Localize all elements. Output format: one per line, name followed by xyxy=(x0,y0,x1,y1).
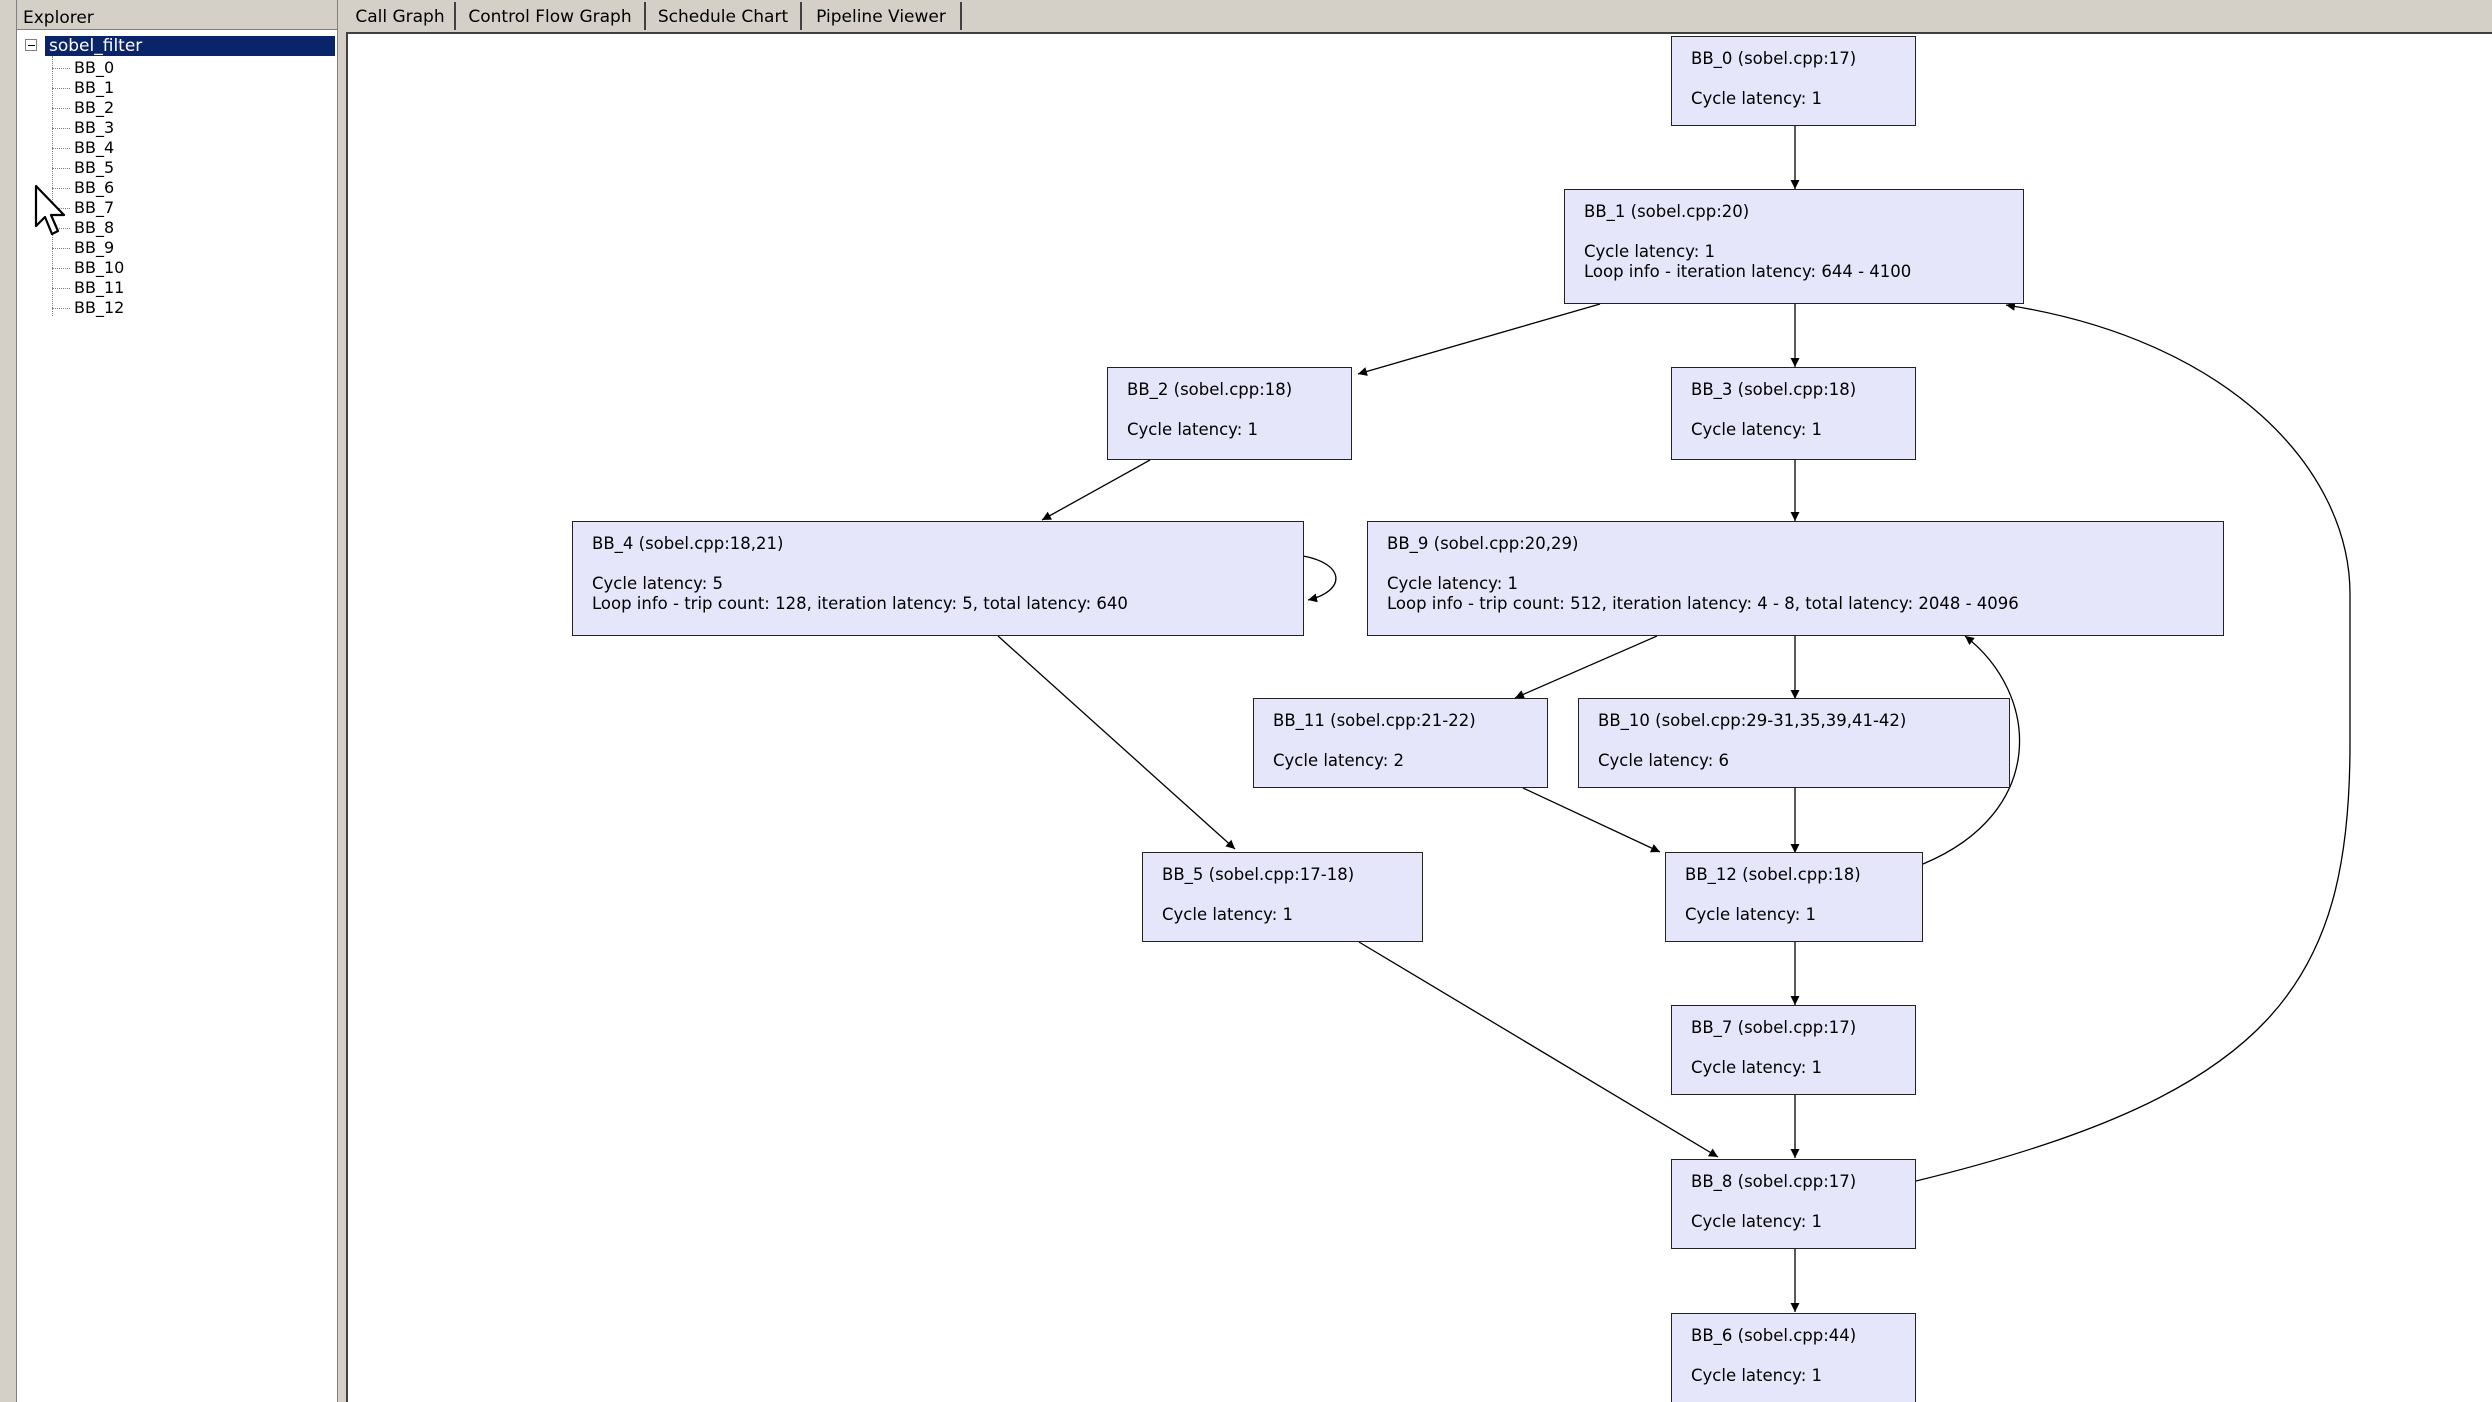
node-title: BB_5 (sobel.cpp:17-18) xyxy=(1162,865,1355,884)
node-line: Cycle latency: 1 xyxy=(1162,905,1294,924)
tree-item-label: BB_10 xyxy=(74,258,125,277)
node-bb9[interactable]: BB_9 (sobel.cpp:20,29) Cycle latency: 1 … xyxy=(1367,521,2224,636)
node-line: Cycle latency: 1 xyxy=(1691,420,1823,439)
node-line: Loop info - trip count: 512, iteration l… xyxy=(1387,594,2019,613)
node-line: Cycle latency: 1 xyxy=(1691,1212,1823,1231)
tree-item-label: BB_1 xyxy=(74,78,115,97)
tree-item-label: BB_7 xyxy=(74,198,115,217)
node-title: BB_6 (sobel.cpp:44) xyxy=(1691,1326,1857,1345)
node-bb5[interactable]: BB_5 (sobel.cpp:17-18) Cycle latency: 1 xyxy=(1142,852,1423,942)
node-title: BB_4 (sobel.cpp:18,21) xyxy=(592,534,784,553)
node-line: Cycle latency: 1 xyxy=(1691,1366,1823,1385)
node-title: BB_11 (sobel.cpp:21-22) xyxy=(1273,711,1476,730)
tab-call-graph[interactable]: Call Graph xyxy=(346,2,456,30)
node-line: Cycle latency: 5 xyxy=(592,574,724,593)
node-bb10[interactable]: BB_10 (sobel.cpp:29-31,35,39,41-42) Cycl… xyxy=(1578,698,2010,788)
tree-connector xyxy=(52,208,70,209)
node-line: Cycle latency: 1 xyxy=(1691,1058,1823,1077)
edge-bb4-bb5 xyxy=(997,635,1236,850)
node-bb6[interactable]: BB_6 (sobel.cpp:44) Cycle latency: 1 xyxy=(1671,1313,1916,1402)
node-title: BB_2 (sobel.cpp:18) xyxy=(1127,380,1293,399)
tree-item-label: BB_11 xyxy=(74,278,125,297)
tree-connector xyxy=(52,108,70,109)
tree-connector xyxy=(52,268,70,269)
node-line: Loop info - trip count: 128, iteration l… xyxy=(592,594,1128,613)
node-title: BB_8 (sobel.cpp:17) xyxy=(1691,1172,1857,1191)
node-bb0[interactable]: BB_0 (sobel.cpp:17) Cycle latency: 1 xyxy=(1671,36,1916,126)
node-line: Cycle latency: 6 xyxy=(1598,751,1730,770)
edge-bb5-bb8 xyxy=(1358,941,1719,1158)
tree-item-label: BB_12 xyxy=(74,298,125,317)
collapse-icon[interactable] xyxy=(25,39,37,51)
edge-bb2-bb4 xyxy=(1041,459,1151,521)
node-line: Cycle latency: 1 xyxy=(1127,420,1259,439)
tree-connector xyxy=(52,68,70,69)
node-title: BB_12 (sobel.cpp:18) xyxy=(1685,865,1861,884)
tree-connector xyxy=(52,168,70,169)
node-bb11[interactable]: BB_11 (sobel.cpp:21-22) Cycle latency: 2 xyxy=(1253,698,1548,788)
node-bb4[interactable]: BB_4 (sobel.cpp:18,21) Cycle latency: 5 … xyxy=(572,521,1304,636)
node-title: BB_7 (sobel.cpp:17) xyxy=(1691,1018,1857,1037)
node-line: Loop info - iteration latency: 644 - 410… xyxy=(1584,262,1912,281)
control-flow-graph-canvas[interactable]: BB_0 (sobel.cpp:17) Cycle latency: 1 BB_… xyxy=(346,32,2492,1402)
tree-connector xyxy=(52,228,70,229)
tree-item-label: BB_2 xyxy=(74,98,115,117)
graph-edges xyxy=(997,126,2351,1312)
panel-splitter[interactable] xyxy=(338,0,346,1402)
tab-bar: Call Graph Control Flow Graph Schedule C… xyxy=(346,0,2492,32)
tree-connector xyxy=(52,148,70,149)
mouse-cursor-icon xyxy=(34,184,66,236)
edge-bb1-bb2 xyxy=(1357,303,1601,376)
edge-bb12-bb9 xyxy=(1922,635,2021,865)
tree-connector xyxy=(52,188,70,189)
node-title: BB_10 (sobel.cpp:29-31,35,39,41-42) xyxy=(1598,711,1907,730)
node-bb3[interactable]: BB_3 (sobel.cpp:18) Cycle latency: 1 xyxy=(1671,367,1916,460)
tree-item-label: BB_9 xyxy=(74,238,115,257)
tree-item-label: BB_6 xyxy=(74,178,115,197)
edge-bb4-self xyxy=(1302,555,1337,603)
tree-item-label: BB_4 xyxy=(74,138,115,157)
node-title: BB_1 (sobel.cpp:20) xyxy=(1584,202,1750,221)
node-title: BB_9 (sobel.cpp:20,29) xyxy=(1387,534,1579,553)
tree-connector xyxy=(52,308,70,309)
node-line: Cycle latency: 1 xyxy=(1387,574,1519,593)
node-bb12[interactable]: BB_12 (sobel.cpp:18) Cycle latency: 1 xyxy=(1665,852,1923,942)
node-line: Cycle latency: 1 xyxy=(1691,89,1823,108)
tree-item-label: BB_0 xyxy=(74,58,115,77)
tree-connector xyxy=(52,288,70,289)
tab-pipeline-viewer[interactable]: Pipeline Viewer xyxy=(802,2,962,30)
tree-root-label[interactable]: sobel_filter xyxy=(45,36,335,56)
node-title: BB_3 (sobel.cpp:18) xyxy=(1691,380,1857,399)
tree-item-label: BB_8 xyxy=(74,218,115,237)
edge-bb11-bb12 xyxy=(1522,787,1661,853)
node-bb8[interactable]: BB_8 (sobel.cpp:17) Cycle latency: 1 xyxy=(1671,1159,1916,1249)
tab-schedule-chart[interactable]: Schedule Chart xyxy=(646,2,802,30)
tree-connector xyxy=(52,248,70,249)
node-line: Cycle latency: 1 xyxy=(1584,242,1716,261)
tree-connector xyxy=(52,128,70,129)
node-bb1[interactable]: BB_1 (sobel.cpp:20) Cycle latency: 1 Loo… xyxy=(1564,189,2024,304)
tree-guide-line xyxy=(52,56,53,316)
explorer-title: Explorer xyxy=(17,0,337,30)
tree-item-label: BB_3 xyxy=(74,118,115,137)
node-title: BB_0 (sobel.cpp:17) xyxy=(1691,49,1857,68)
node-line: Cycle latency: 1 xyxy=(1685,905,1817,924)
node-bb2[interactable]: BB_2 (sobel.cpp:18) Cycle latency: 1 xyxy=(1107,367,1352,460)
tree-item-label: BB_5 xyxy=(74,158,115,177)
node-bb7[interactable]: BB_7 (sobel.cpp:17) Cycle latency: 1 xyxy=(1671,1005,1916,1095)
edge-bb8-bb1 xyxy=(1915,301,2351,1182)
tab-control-flow-graph[interactable]: Control Flow Graph xyxy=(456,2,646,30)
tree-connector xyxy=(52,88,70,89)
edge-bb9-bb11 xyxy=(1514,635,1658,699)
node-line: Cycle latency: 2 xyxy=(1273,751,1405,770)
